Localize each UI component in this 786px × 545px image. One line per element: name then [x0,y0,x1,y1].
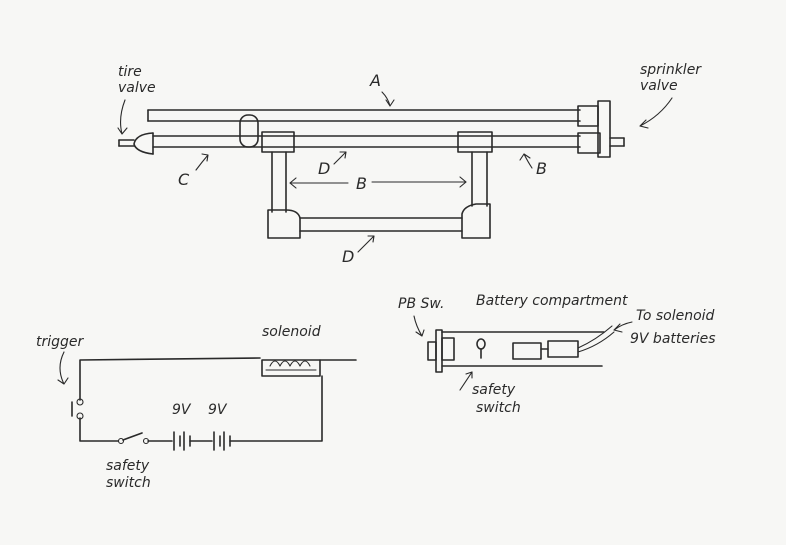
to-solenoid-label: To solenoid [636,308,715,324]
trigger-label: trigger [36,334,85,350]
tire-valve-arrow [117,99,128,135]
battery-compartment: PB Sw. Battery compartment To solenoid 9… [398,293,716,416]
label-d-upper: D [318,159,330,178]
battery-1 [173,431,191,451]
compartment-safety-switch [476,338,486,359]
circuit-safety-switch [117,432,150,445]
dimension-b-arrow-left [289,177,297,189]
batteries-label: 9V batteries [630,331,716,347]
sprinkler-valve-label: sprinkler [640,62,702,78]
pb-switch-arrow [413,315,425,337]
compartment-safety-label-2: switch [476,400,521,416]
battery-1-label: 9V [172,402,192,418]
label-d-lower-arrow [357,235,375,253]
pb-switch-label: PB Sw. [398,296,444,312]
chamber-bulb [239,114,259,148]
tire-valve [118,139,135,147]
compartment-battery-2 [547,340,579,358]
pipe-d [299,217,463,232]
label-d-upper-arrow [333,151,347,165]
label-a: A [369,71,381,90]
compartment-battery-1 [512,342,542,360]
circuit-safety-label: safety [106,458,150,474]
label-c-arrow [195,153,209,171]
circuit-wires [79,357,357,442]
label-d-lower: D [342,247,354,266]
solenoid-label: solenoid [262,324,321,340]
sprinkler-valve-label-2: valve [640,78,678,94]
compartment-safety-arrow [459,371,473,391]
compartment-safety-label: safety [472,382,516,398]
tire-valve-label: tire [118,64,142,80]
compartment-label: Battery compartment [476,293,628,309]
dimension-b-arrow-right [459,176,467,188]
compartment-enclosure [427,329,605,373]
trigger-circuit: trigger solenoid [36,324,357,491]
trigger-switch [71,398,84,420]
left-tee-elbow [261,131,301,239]
label-b-middle: B [356,174,367,193]
to-solenoid-arrow [613,321,633,333]
label-b-right-arrow [519,153,533,169]
tire-valve-label-2: valve [118,80,156,96]
pipe-c-b [133,132,601,155]
solenoid-leads [577,325,615,353]
label-b-right: B [536,159,547,178]
label-c: C [178,170,190,189]
sprinkler-valve [597,100,625,158]
trigger-arrow [57,351,69,385]
label-a-arrow [381,91,395,107]
solenoid-coil [261,359,321,377]
circuit-safety-label-2: switch [106,475,151,491]
pipe-assembly: A tire valve sprinkler valve C B D B D [117,62,702,266]
right-tee-elbow [457,131,493,239]
battery-2-label: 9V [208,402,228,418]
pipe-a [147,105,599,127]
sprinkler-valve-arrow [639,97,673,129]
battery-2 [213,431,231,451]
